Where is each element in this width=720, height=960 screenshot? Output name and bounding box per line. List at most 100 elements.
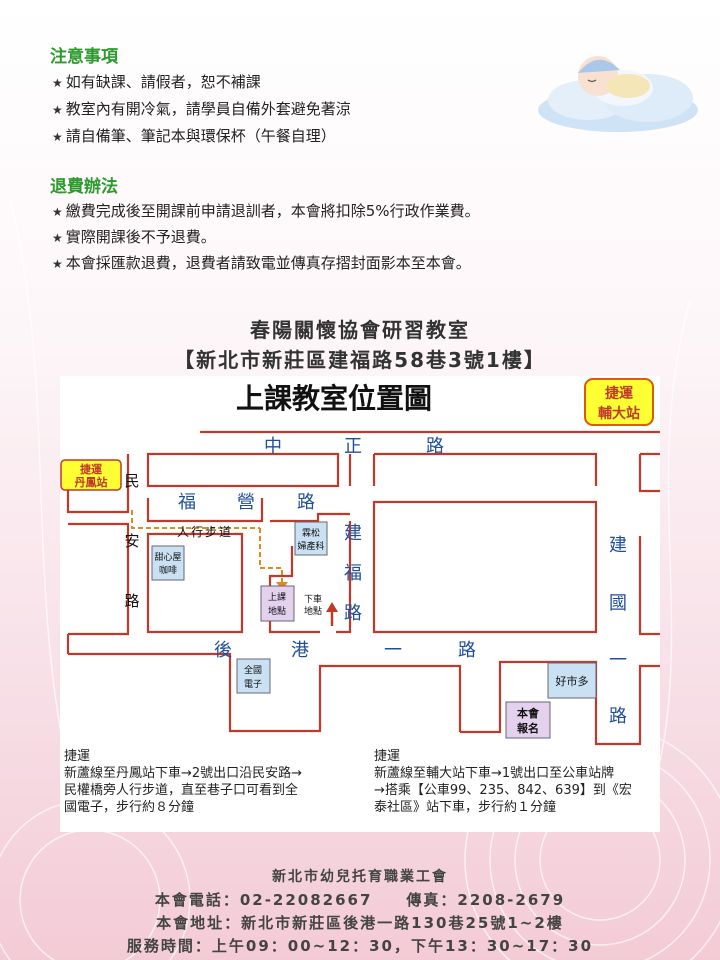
- star-icon: ★: [52, 257, 63, 271]
- notice-item: ★請自備筆、筆記本與環保杯（午餐自理）: [52, 125, 336, 146]
- linsong-box: [294, 521, 328, 556]
- road-label-jianguo: 國: [609, 593, 627, 614]
- road-label-minan: 安: [124, 532, 139, 550]
- association-label: 本會: [517, 706, 540, 720]
- venue-address: 【新北市新莊區建福路58巷3號1樓】: [174, 348, 546, 372]
- road-label-jianfu: 建: [344, 523, 362, 544]
- direction-note-heading: 捷運: [374, 749, 401, 764]
- linsong-label: 霖松: [302, 527, 320, 539]
- sweet-cafe-box: [151, 545, 185, 581]
- notice-item: ★如有缺課、請假者，恕不補課: [52, 71, 261, 92]
- costco-box: [547, 662, 597, 699]
- road-label-zhongzheng: 中: [264, 436, 282, 457]
- classroom-box: [260, 585, 295, 622]
- direction-note-line: 新蘆線至輔大站下車→1號出口至公車站牌: [374, 766, 615, 781]
- quanguo-box: [236, 658, 271, 694]
- footer-hours: 服務時間：上午09：00~12：30，下午13：30~17：30: [126, 937, 594, 955]
- road-line: [460, 666, 502, 734]
- road-line: [372, 500, 598, 634]
- road-line: [638, 536, 660, 636]
- notice-heading: 注意事項: [50, 47, 118, 67]
- road-line: [270, 512, 350, 523]
- baby-cloud-illustration: [538, 56, 698, 132]
- road-label-fuying: 營: [237, 492, 255, 513]
- association-label: 報名: [517, 721, 539, 735]
- road-line: [336, 521, 352, 634]
- direction-note-line: 國電子，步行約８分鐘: [64, 800, 195, 815]
- venue-name: 春陽關懷協會研習教室: [250, 318, 470, 342]
- mrt-danfeng-label: 捷運: [80, 462, 103, 476]
- road-label-hougang: 一: [384, 640, 402, 661]
- road-line: [374, 452, 598, 486]
- road-label-minan: 民: [124, 472, 139, 490]
- quanguo-label: 電子: [244, 679, 262, 690]
- star-icon: ★: [52, 205, 63, 219]
- walk-path: [131, 510, 283, 586]
- road-line: [638, 454, 660, 493]
- classroom-label: 上課: [268, 591, 286, 603]
- mrt-fuda-badge: [584, 378, 654, 426]
- road-label-jianfu: 福: [344, 563, 362, 584]
- dropoff-label: 地點: [304, 605, 322, 617]
- road-label-jianguo: 路: [609, 706, 627, 727]
- direction-note-line: 民權橋旁人行步道，直至巷子口可看到全: [64, 783, 299, 798]
- refund-heading: 退費辦法: [50, 177, 118, 197]
- road-label-minan: 路: [124, 592, 139, 610]
- road-label-jianguo: 一: [609, 650, 627, 671]
- road-line: [68, 522, 130, 636]
- road-line: [146, 452, 340, 488]
- star-icon: ★: [52, 231, 63, 245]
- linsong-label: 婦產科: [297, 540, 324, 552]
- road-label-zhongzheng: 正: [344, 436, 362, 457]
- star-icon: ★: [52, 103, 63, 117]
- road-label-jianfu: 路: [344, 603, 362, 624]
- notice-item: ★教室內有開冷氣，請學員自備外套避免著涼: [52, 98, 351, 119]
- notice-item-text: 如有缺課、請假者，恕不補課: [65, 73, 261, 91]
- road-label-fuying: 福: [178, 492, 196, 513]
- refund-item-text: 實際開課後不予退費。: [65, 228, 216, 246]
- notice-item-text: 請自備筆、筆記本與環保杯（午餐自理）: [65, 127, 336, 145]
- footer-address: 本會地址：新北市新莊區後港一路130巷25號1~2樓: [156, 914, 564, 932]
- road-line: [498, 660, 660, 746]
- road-label-fuying: 路: [297, 492, 315, 513]
- refund-item-text: 本會採匯款退費，退費者請致電並傳真存摺封面影本至本會。: [65, 254, 471, 272]
- mrt-danfeng-label: 丹鳳站: [75, 475, 108, 489]
- direction-note-heading: 捷運: [64, 749, 91, 764]
- map-canvas: 上課教室位置圖 捷運 輔大站 捷運 丹鳳站 中 正 路 福 營 路 民 安 路 …: [60, 378, 660, 746]
- quanguo-label: 全國: [244, 664, 262, 676]
- costco-label: 好市多: [556, 674, 589, 688]
- direction-note-line: →搭乘【公車99、235、842、639】到《宏: [374, 783, 632, 798]
- star-icon: ★: [52, 130, 63, 144]
- refund-item: ★本會採匯款退費，退費者請致電並傳真存摺封面影本至本會。: [52, 252, 471, 273]
- road-label-hougang: 路: [458, 640, 476, 661]
- refund-item: ★繳費完成後至開課前申請退訓者，本會將扣除5%行政作業費。: [52, 200, 480, 221]
- road-line: [68, 652, 462, 733]
- dropoff-label: 下車: [304, 593, 322, 605]
- mrt-fuda-label: 捷運: [605, 385, 634, 402]
- road-label-zhongzheng: 路: [426, 436, 444, 457]
- walkway-label: 人行步道: [177, 525, 233, 539]
- footer-org: 新北市幼兒托育職業工會: [272, 869, 448, 885]
- dropoff-arrow-head-icon: [326, 602, 338, 612]
- location-map: 上課教室位置圖 捷運 輔大站 捷運 丹鳳站 中 正 路 福 營 路 民 安 路 …: [60, 376, 660, 832]
- footer-phone: 本會電話：02-22082667 傳真：2208-2679: [154, 891, 566, 909]
- direction-note-line: 泰社區》站下車，步行約１分鐘: [374, 800, 557, 815]
- road-line: [268, 546, 320, 634]
- association-box: [505, 701, 551, 739]
- mrt-fuda-label: 輔大站: [598, 405, 640, 422]
- refund-item: ★實際開課後不予退費。: [52, 226, 216, 247]
- road-label-hougang: 後: [214, 640, 232, 661]
- sweet-cafe-label: 甜心屋: [154, 551, 181, 563]
- map-title: 上課教室位置圖: [236, 382, 432, 415]
- road-line: [146, 498, 264, 523]
- mrt-danfeng-badge: [60, 459, 122, 491]
- road-label-jianguo: 建: [609, 535, 627, 556]
- star-icon: ★: [52, 76, 63, 90]
- direction-note-line: 新蘆線至丹鳳站下車→2號出口沿民安路→: [64, 766, 303, 781]
- notice-item-text: 教室內有開冷氣，請學員自備外套避免著涼: [65, 100, 351, 118]
- road-label-hougang: 港: [291, 640, 309, 661]
- sweet-cafe-label: 咖啡: [159, 564, 177, 576]
- road-line: [146, 532, 244, 634]
- refund-item-text: 繳費完成後至開課前申請退訓者，本會將扣除5%行政作業費。: [65, 202, 480, 220]
- direction-note-left: 捷運 新蘆線至丹鳳站下車→2號出口沿民安路→ 民權橋旁人行步道，直至巷子口可看到…: [64, 748, 354, 816]
